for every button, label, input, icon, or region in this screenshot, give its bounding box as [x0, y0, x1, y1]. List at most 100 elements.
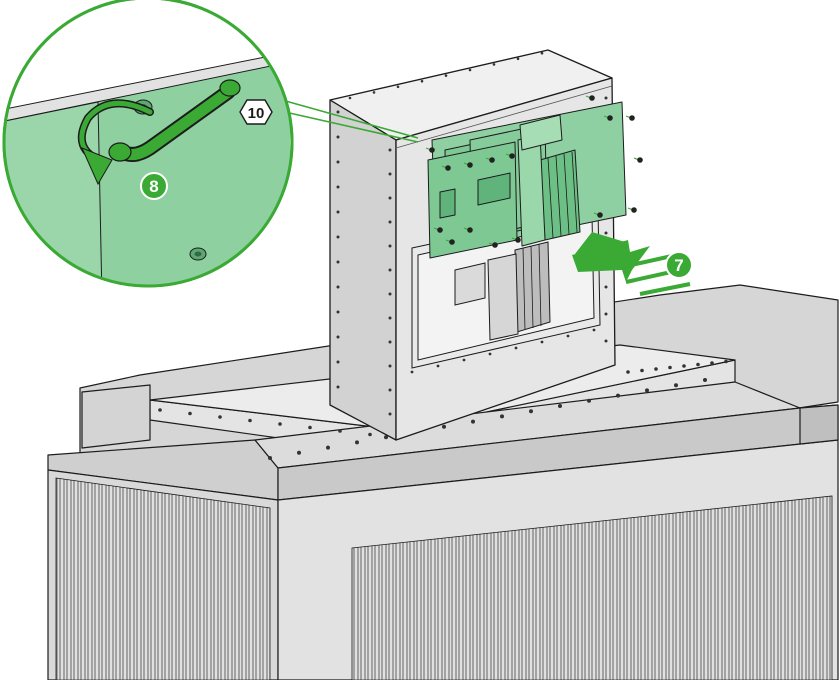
bolt [218, 415, 222, 419]
bolt [388, 172, 392, 176]
bolt [696, 362, 700, 367]
step-7-label: 7 [674, 256, 683, 275]
screw-icon [485, 157, 495, 163]
bolt [297, 450, 301, 455]
bolt [674, 383, 678, 388]
bolt [372, 91, 376, 94]
hex-key-wrench-icon [108, 79, 241, 162]
wrench-size-label: 10 [248, 105, 265, 122]
bolt [388, 340, 392, 344]
bolt [188, 411, 192, 416]
bolt [516, 57, 520, 61]
bolt [540, 340, 544, 344]
bolt [348, 96, 352, 100]
screw-icon [633, 157, 643, 163]
step-7-badge: 7 [665, 251, 693, 279]
bolt [388, 412, 392, 416]
bolt [566, 334, 570, 338]
bolt [616, 393, 620, 398]
screw-icon [433, 227, 443, 233]
bolt [410, 370, 414, 374]
bolt [462, 358, 466, 362]
bolt [558, 404, 562, 408]
bolt [604, 339, 608, 343]
radiator-fins-right [351, 495, 833, 680]
screw-icon [593, 212, 603, 218]
bolt [604, 285, 608, 289]
bolt [388, 316, 392, 320]
zoom-callout: 8 10 [2, 0, 294, 288]
bolt [500, 414, 504, 419]
bolt [587, 398, 591, 403]
hex-socket-icon: 10 [239, 99, 273, 125]
screw-icon [445, 239, 455, 245]
bolt [158, 408, 162, 412]
bolt [336, 385, 340, 389]
bolt [724, 359, 728, 364]
screw-icon [425, 147, 435, 153]
bolt [388, 148, 392, 152]
radiator-fins-left [55, 477, 271, 680]
screw-icon [585, 95, 595, 101]
bolt [336, 360, 340, 364]
bolt [336, 310, 340, 314]
bolt [336, 285, 340, 289]
bolt [514, 346, 518, 350]
bolt [396, 85, 400, 89]
bolt [471, 419, 475, 424]
rotate-arrow-icon [77, 99, 154, 186]
bolt [388, 364, 392, 368]
bolt [529, 409, 533, 414]
bolt [388, 292, 392, 296]
bolt [442, 424, 446, 429]
bolt [604, 96, 608, 100]
bolt [336, 210, 340, 214]
screw-icon [627, 207, 637, 213]
lid-bolts [158, 359, 728, 460]
board-screws [425, 95, 643, 248]
bolt [388, 220, 392, 224]
bolt [604, 231, 608, 235]
bolt [640, 368, 644, 373]
screw-icon [603, 115, 613, 121]
bolt [710, 361, 714, 365]
bolt [654, 367, 658, 371]
bolt [388, 244, 392, 248]
callout-leader [281, 99, 419, 143]
screw-icon [488, 242, 498, 248]
bolt [384, 435, 388, 440]
screw-icon [625, 115, 635, 121]
step-8-label: 8 [149, 177, 158, 196]
upper-board-assembly [427, 101, 627, 259]
bolt [420, 79, 424, 83]
bolt [468, 68, 472, 72]
bolt [336, 135, 340, 139]
bolt [436, 364, 440, 368]
bolt [368, 432, 372, 437]
screw-icon [441, 165, 451, 171]
step-8-badge: 8 [140, 172, 168, 200]
screw-icon [463, 227, 473, 233]
bolt [326, 445, 330, 450]
bolt [540, 51, 544, 55]
bolt [248, 418, 252, 423]
bolt [444, 74, 448, 77]
bolt [336, 110, 340, 114]
bolt [388, 196, 392, 200]
bolt [592, 328, 596, 332]
bolt [355, 440, 359, 445]
bolt [308, 425, 312, 430]
bolt [338, 429, 342, 433]
bolt [278, 422, 282, 426]
bolt [682, 364, 686, 368]
bolt [626, 370, 630, 374]
bolt [336, 235, 340, 239]
bolt [604, 312, 608, 316]
bolt [388, 268, 392, 272]
bolt [668, 365, 672, 370]
bolt [492, 63, 496, 66]
bolt [336, 335, 340, 339]
bolt [336, 260, 340, 264]
bolt [388, 388, 392, 392]
